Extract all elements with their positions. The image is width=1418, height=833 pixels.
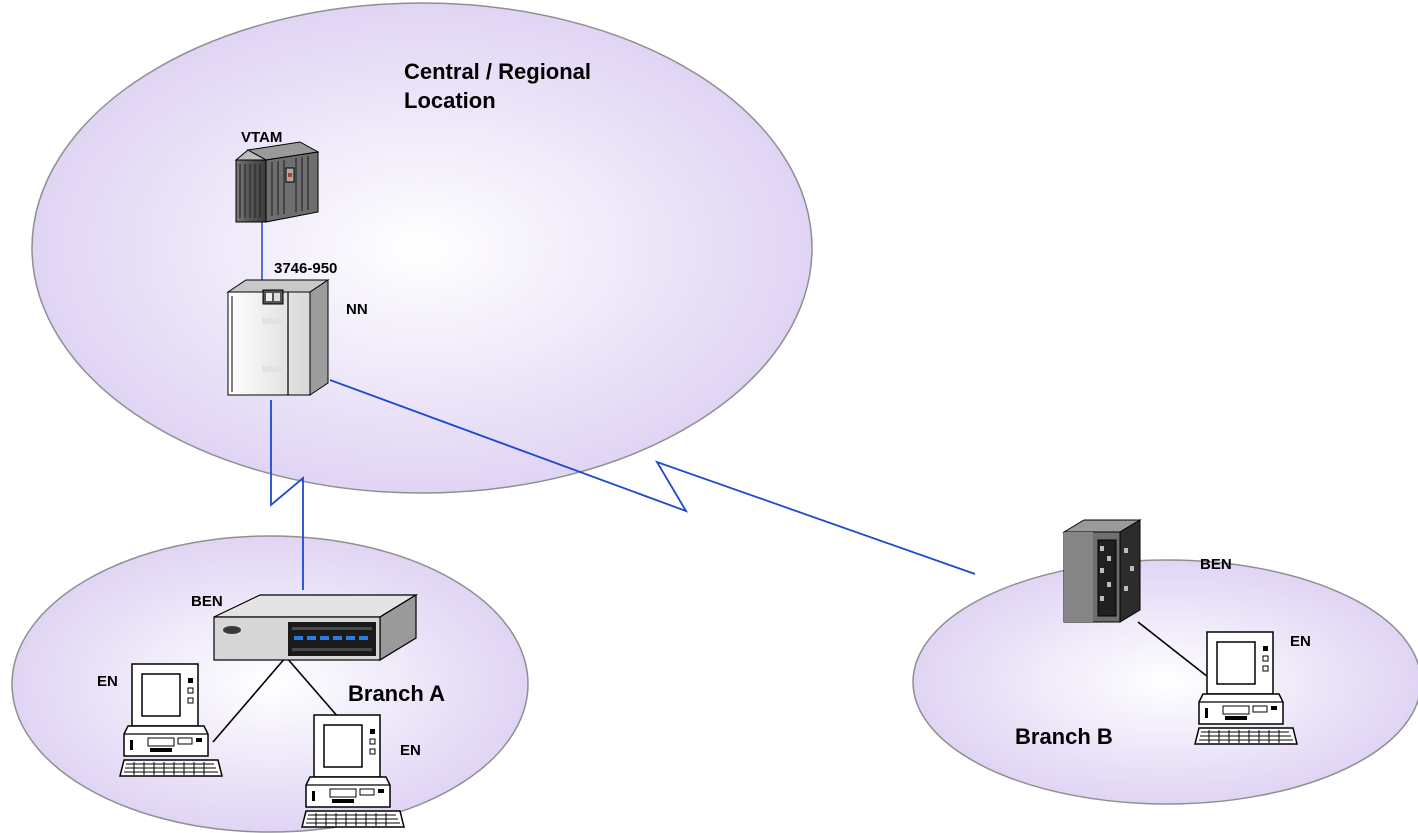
central-region-title-line1: Central / Regional [404, 59, 591, 84]
branch-a-router-label: BEN [191, 593, 223, 610]
wan-link-branch-b [329, 379, 976, 575]
branch-a-pc1-label: EN [97, 673, 118, 690]
branch-b-router-icon [1062, 519, 1142, 623]
branch-b-pc-label: EN [1290, 633, 1311, 650]
lan-link-a1 [212, 656, 287, 743]
controller-3746-icon [226, 279, 330, 396]
branch-b-region [912, 559, 1418, 805]
vtam-mainframe-icon [234, 141, 320, 223]
branch-a-title: Branch A [348, 681, 445, 706]
branch-a-router-icon [213, 593, 419, 662]
central-region [31, 2, 813, 494]
branch-a-region [11, 535, 529, 833]
branch-b-title: Branch B [1015, 724, 1113, 749]
central-region-title-line2: Location [404, 88, 496, 113]
controller-role-label: NN [346, 301, 368, 318]
branch-b-router-label: BEN [1200, 556, 1232, 573]
vtam-label: VTAM [241, 129, 282, 146]
controller-model-label: 3746-950 [274, 260, 337, 277]
branch-a-pc2-label: EN [400, 742, 421, 759]
wan-link-branch-a [270, 400, 304, 590]
